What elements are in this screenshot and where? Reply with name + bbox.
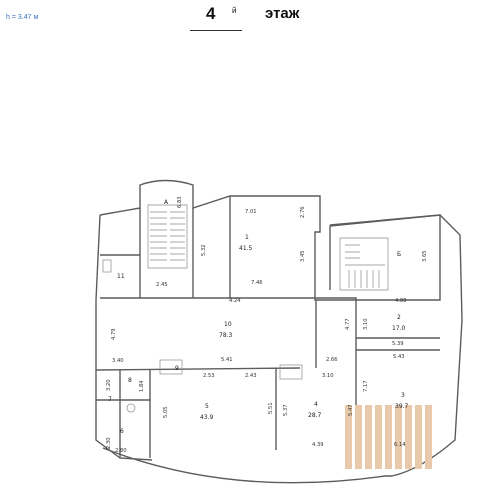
ceiling-height-label: h = 3.47 м bbox=[6, 14, 39, 21]
dim-label: 4.39 bbox=[312, 442, 324, 448]
dim-label: 2.80 bbox=[115, 448, 127, 454]
dim-label: 3.10 bbox=[322, 373, 334, 379]
room-b-label: Б bbox=[397, 251, 401, 258]
room-3-label: 3 bbox=[401, 392, 405, 399]
dim-label: 2.45 bbox=[156, 282, 168, 288]
dim-label: 6.14 bbox=[394, 442, 406, 448]
floor-suffix: й bbox=[232, 6, 237, 15]
dim-label: 2.53 bbox=[203, 373, 215, 379]
room-6-label: 6 bbox=[120, 428, 124, 435]
dim-label: 3.40 bbox=[112, 358, 124, 364]
dim-label: 4.77 bbox=[345, 318, 351, 330]
room-labels: А 1 41.5 Б 11 2 17.0 10 78.3 9 8 7 6 5 4… bbox=[108, 199, 409, 435]
room-4-area: 28.7 bbox=[308, 412, 322, 419]
dim-label: 5.43 bbox=[393, 354, 405, 360]
dim-label: 3.20 bbox=[106, 379, 112, 391]
dim-label: 2.66 bbox=[326, 357, 338, 363]
dim-label: 4.24 bbox=[229, 298, 241, 304]
watermark-logo bbox=[345, 405, 432, 469]
floor-number: 4 bbox=[206, 4, 216, 23]
room-9-label: 9 bbox=[175, 365, 179, 372]
wc-fixture-2 bbox=[126, 403, 136, 413]
dim-label: 2.43 bbox=[245, 373, 257, 379]
stairs-b bbox=[339, 237, 389, 291]
dim-label: 5.51 bbox=[268, 402, 274, 414]
dim-label: 5.39 bbox=[392, 341, 404, 347]
room-5-label: 5 bbox=[205, 403, 209, 410]
dim-label: 5.41 bbox=[221, 357, 233, 363]
room-9-box bbox=[159, 359, 183, 375]
dim-label: 6.83 bbox=[177, 196, 183, 208]
room-5-area: 43.9 bbox=[200, 414, 214, 421]
dim-label: 2.30 bbox=[106, 437, 112, 449]
floor-word: этаж bbox=[265, 5, 300, 22]
room-7-label: 7 bbox=[108, 396, 112, 403]
room-11-label: 11 bbox=[117, 273, 125, 280]
dim-label: 3.10 bbox=[363, 318, 369, 330]
dim-label: 7.46 bbox=[251, 280, 263, 286]
column-box bbox=[279, 364, 303, 380]
room-2-label: 2 bbox=[397, 314, 401, 321]
dim-label: 1.84 bbox=[139, 380, 145, 392]
room-a-label: А bbox=[164, 199, 169, 206]
dim-label: 4.88 bbox=[395, 298, 407, 304]
room-1-label: 1 bbox=[245, 234, 249, 241]
dim-label: 4.79 bbox=[111, 328, 117, 340]
dim-label: 7.01 bbox=[245, 209, 257, 215]
room-8-label: 8 bbox=[128, 377, 132, 384]
room-4-label: 4 bbox=[314, 401, 318, 408]
stairs-a bbox=[147, 204, 188, 269]
room-2-area: 17.0 bbox=[392, 325, 406, 332]
dim-label: 3.65 bbox=[422, 250, 428, 262]
wc-fixture bbox=[102, 259, 112, 273]
dim-label: 5.47 bbox=[348, 404, 354, 416]
title-underline bbox=[190, 30, 242, 31]
dimension-labels: 6.83 7.01 2.76 5.32 3.45 7.46 2.45 4.24 … bbox=[106, 196, 428, 454]
room-3-area: 39.7 bbox=[395, 403, 409, 410]
room-1-area: 41.5 bbox=[239, 245, 253, 252]
dim-label: 2.76 bbox=[300, 206, 306, 218]
dim-label: 3.45 bbox=[300, 250, 306, 262]
dim-label: 5.05 bbox=[163, 406, 169, 418]
room-10-area: 78.3 bbox=[219, 332, 233, 339]
dim-label: 5.32 bbox=[201, 244, 207, 256]
dim-label: 7.17 bbox=[363, 380, 369, 392]
outer-walls bbox=[95, 179, 463, 484]
dim-label: 5.37 bbox=[283, 404, 289, 416]
room-10-label: 10 bbox=[224, 321, 232, 328]
